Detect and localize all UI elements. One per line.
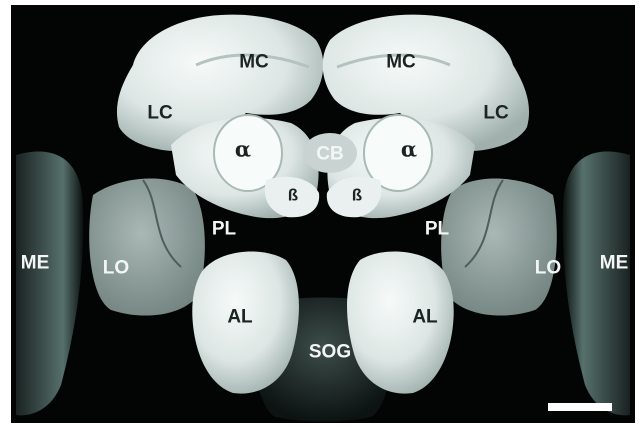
label-cb: CB <box>316 145 343 164</box>
label-mc-right: MC <box>386 53 416 72</box>
lobula-right <box>441 179 557 316</box>
label-lc-right: LC <box>483 104 508 123</box>
lobula-left <box>89 179 205 316</box>
label-al-left: AL <box>227 308 252 327</box>
label-lc-left: LC <box>147 104 172 123</box>
antennal-lobe-right <box>347 251 454 393</box>
medulla-left <box>16 152 83 416</box>
brain-figure-panel: MC MC LC LC α α CB ß ß PL PL ME ME LO LO… <box>11 5 635 423</box>
label-lo-left: LO <box>103 259 129 278</box>
label-sog: SOG <box>309 343 351 362</box>
label-alpha-left: α <box>235 139 251 160</box>
label-al-right: AL <box>412 308 437 327</box>
label-alpha-right: α <box>401 139 417 160</box>
label-beta-left: ß <box>288 187 298 204</box>
label-pl-left: PL <box>212 220 236 239</box>
label-beta-right: ß <box>352 187 362 204</box>
medulla-right <box>563 152 630 416</box>
label-pl-right: PL <box>425 220 449 239</box>
label-lo-right: LO <box>535 259 561 278</box>
label-me-left: ME <box>21 254 50 273</box>
scale-bar <box>548 403 612 411</box>
label-me-right: ME <box>600 254 629 273</box>
label-mc-left: MC <box>239 53 269 72</box>
